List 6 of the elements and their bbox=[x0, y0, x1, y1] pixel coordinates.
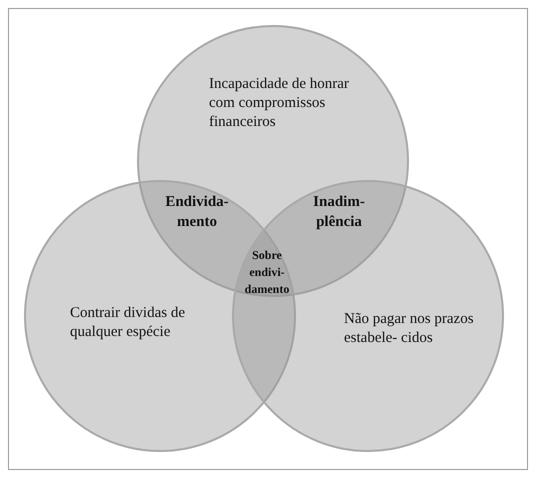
circle-label: Incapacidade de honrar com compromissos financeiros bbox=[209, 75, 349, 132]
overlap-label: Inadim- plência bbox=[312, 193, 366, 232]
circle-label: Não pagar nos prazos estabele- cidos bbox=[344, 310, 474, 348]
overlap-label: Endivida- mento bbox=[164, 193, 230, 232]
circle-label: Contrair dividas de qualquer espécie bbox=[70, 304, 186, 342]
overlap-label: Sobre endivi- damento bbox=[244, 247, 290, 298]
